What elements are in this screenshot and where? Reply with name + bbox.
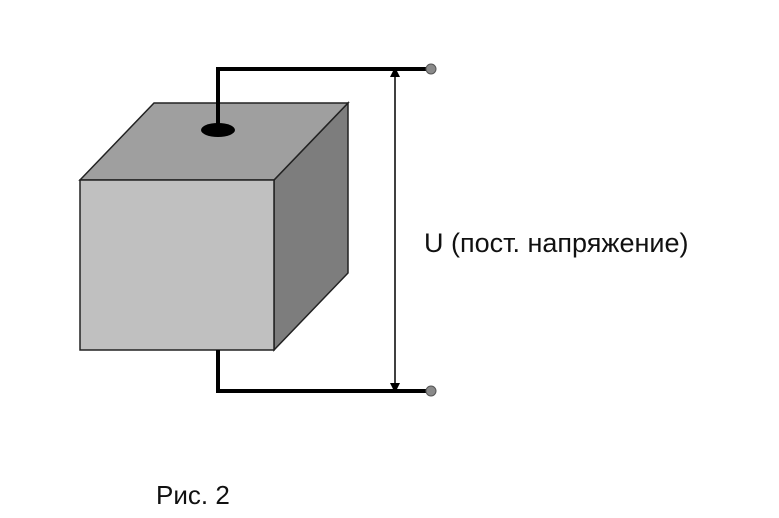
- cube-front-face: [79, 179, 275, 351]
- bottom-wire: [216, 350, 430, 393]
- bottom-terminal: [425, 385, 437, 397]
- voltage-label: U (пост. напряжение): [424, 228, 689, 258]
- top-terminal: [425, 63, 437, 75]
- figure-caption: Рис. 2: [156, 480, 230, 510]
- top-wire: [216, 67, 430, 130]
